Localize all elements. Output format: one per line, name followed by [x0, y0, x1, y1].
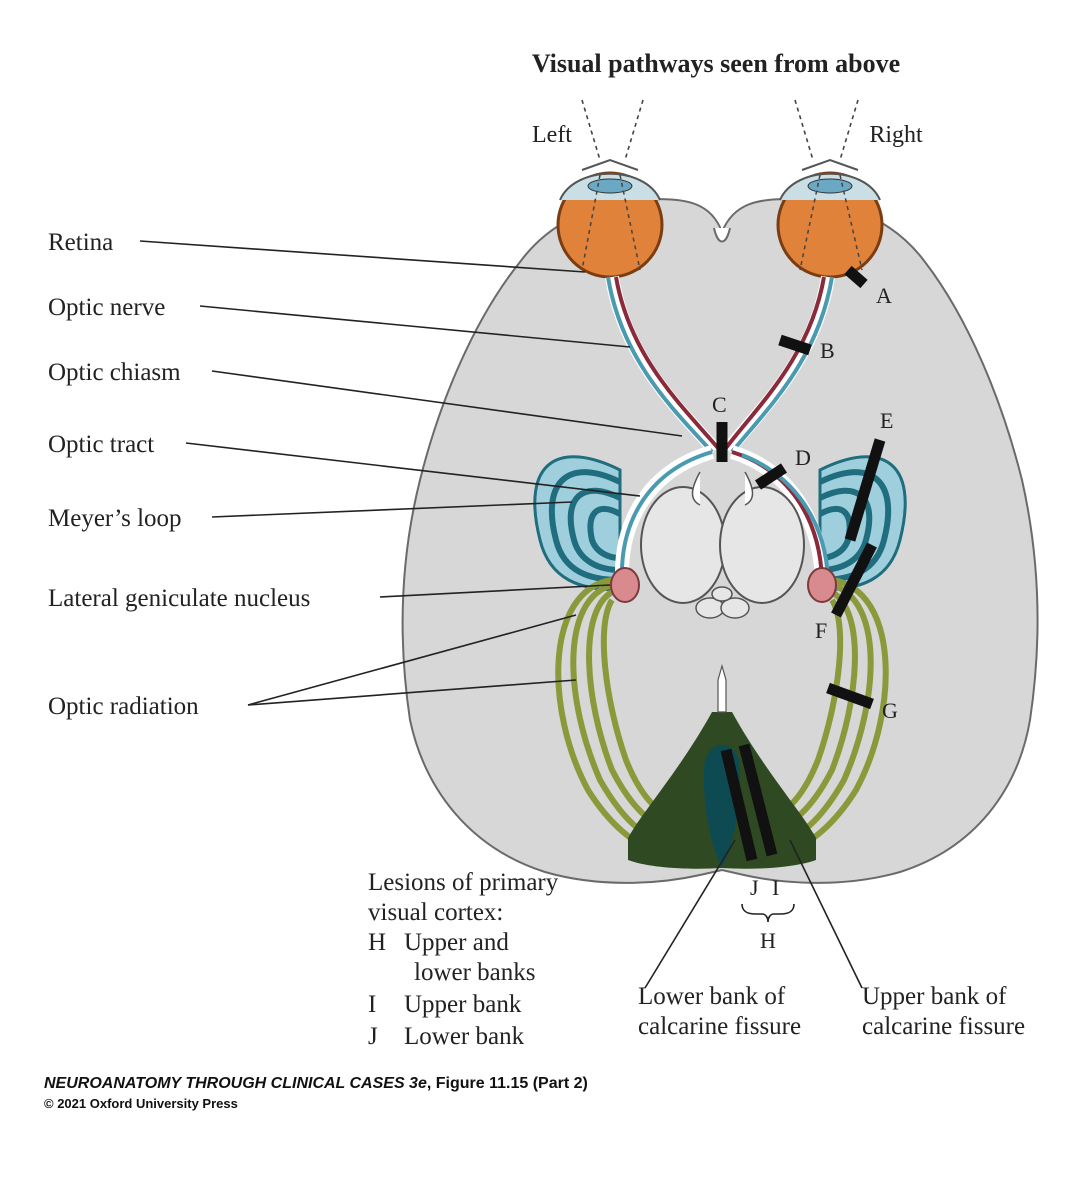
figure-title: Visual pathways seen from above	[532, 49, 900, 78]
lesion-label-e: E	[880, 408, 893, 433]
meyers-loop-left	[533, 455, 622, 592]
label-retina: Retina	[48, 229, 113, 256]
label-optic-tract: Optic tract	[48, 431, 154, 458]
lgn-right	[807, 567, 837, 603]
legend-heading-line2: visual cortex:	[368, 899, 503, 926]
lesion-bar-b	[778, 334, 812, 356]
thalamus	[640, 471, 805, 619]
legend-h-line2: lower banks	[414, 959, 536, 986]
label-lower-bank-line1: Lower bank of	[638, 983, 786, 1010]
visual-field-lines	[581, 99, 859, 161]
lesion-label-g: G	[882, 698, 898, 723]
caption-copyright: © 2021 Oxford University Press	[44, 1096, 238, 1111]
lesion-label-i: I	[772, 875, 779, 900]
lesion-label-f: F	[815, 618, 827, 643]
lesion-label-j: J	[750, 875, 759, 900]
lesion-bar-i	[738, 743, 778, 857]
occipital-lobe-left	[628, 712, 722, 869]
legend-j-text: Lower bank	[404, 1023, 525, 1050]
legend-heading-line1: Lesions of primary	[368, 869, 559, 896]
label-upper-bank-line1: Upper bank of	[862, 983, 1007, 1010]
figure-caption: NEUROANATOMY THROUGH CLINICAL CASES 3e, …	[44, 1075, 588, 1092]
h-brace	[741, 903, 795, 923]
lesion-label-d: D	[795, 445, 811, 470]
lesion-bar-a	[844, 265, 868, 289]
label-lateral-geniculate-nucleus: Lateral geniculate nucleus	[48, 585, 310, 612]
label-optic-radiation: Optic radiation	[48, 693, 199, 720]
lesion-bar-g	[826, 682, 874, 710]
caption-figure-ref: , Figure 11.15 (Part 2)	[427, 1075, 588, 1092]
lesion-bars	[716, 265, 886, 862]
side-label-left: Left	[532, 122, 572, 148]
lesion-label-a: A	[876, 283, 892, 308]
lesion-label-b: B	[820, 338, 835, 363]
lesion-bar-e	[844, 438, 886, 542]
interhemispheric-notch	[713, 227, 731, 243]
label-optic-chiasm: Optic chiasm	[48, 359, 181, 386]
left-eye	[556, 158, 664, 279]
legend-h-letter: H	[368, 929, 386, 956]
legend-h-line1: Upper and	[404, 929, 509, 956]
label-lower-bank-line2: calcarine fissure	[638, 1013, 801, 1040]
midline-marker	[717, 663, 727, 713]
label-upper-bank-line2: calcarine fissure	[862, 1013, 1025, 1040]
label-meyers-loop: Meyer’s loop	[48, 505, 182, 532]
leader-lines	[139, 240, 863, 989]
lesion-bar-d	[754, 463, 788, 490]
optic-pathway	[605, 275, 835, 581]
lgn-left	[610, 567, 640, 603]
right-eye	[776, 158, 884, 279]
legend-i-letter: I	[368, 991, 376, 1018]
side-label-right: Right	[869, 122, 923, 148]
lesion-label-c: C	[712, 392, 727, 417]
lesion-bar-f	[831, 542, 877, 618]
lesion-label-h: H	[760, 928, 776, 953]
caption-book-title: NEUROANATOMY THROUGH CLINICAL CASES 3e	[44, 1075, 427, 1092]
lesion-legend: Lesions of primary visual cortex: H Uppe…	[368, 869, 559, 1050]
label-optic-nerve: Optic nerve	[48, 294, 165, 321]
legend-j-letter: J	[368, 1023, 378, 1050]
legend-i-text: Upper bank	[404, 991, 522, 1018]
lesion-bar-j	[720, 748, 758, 862]
